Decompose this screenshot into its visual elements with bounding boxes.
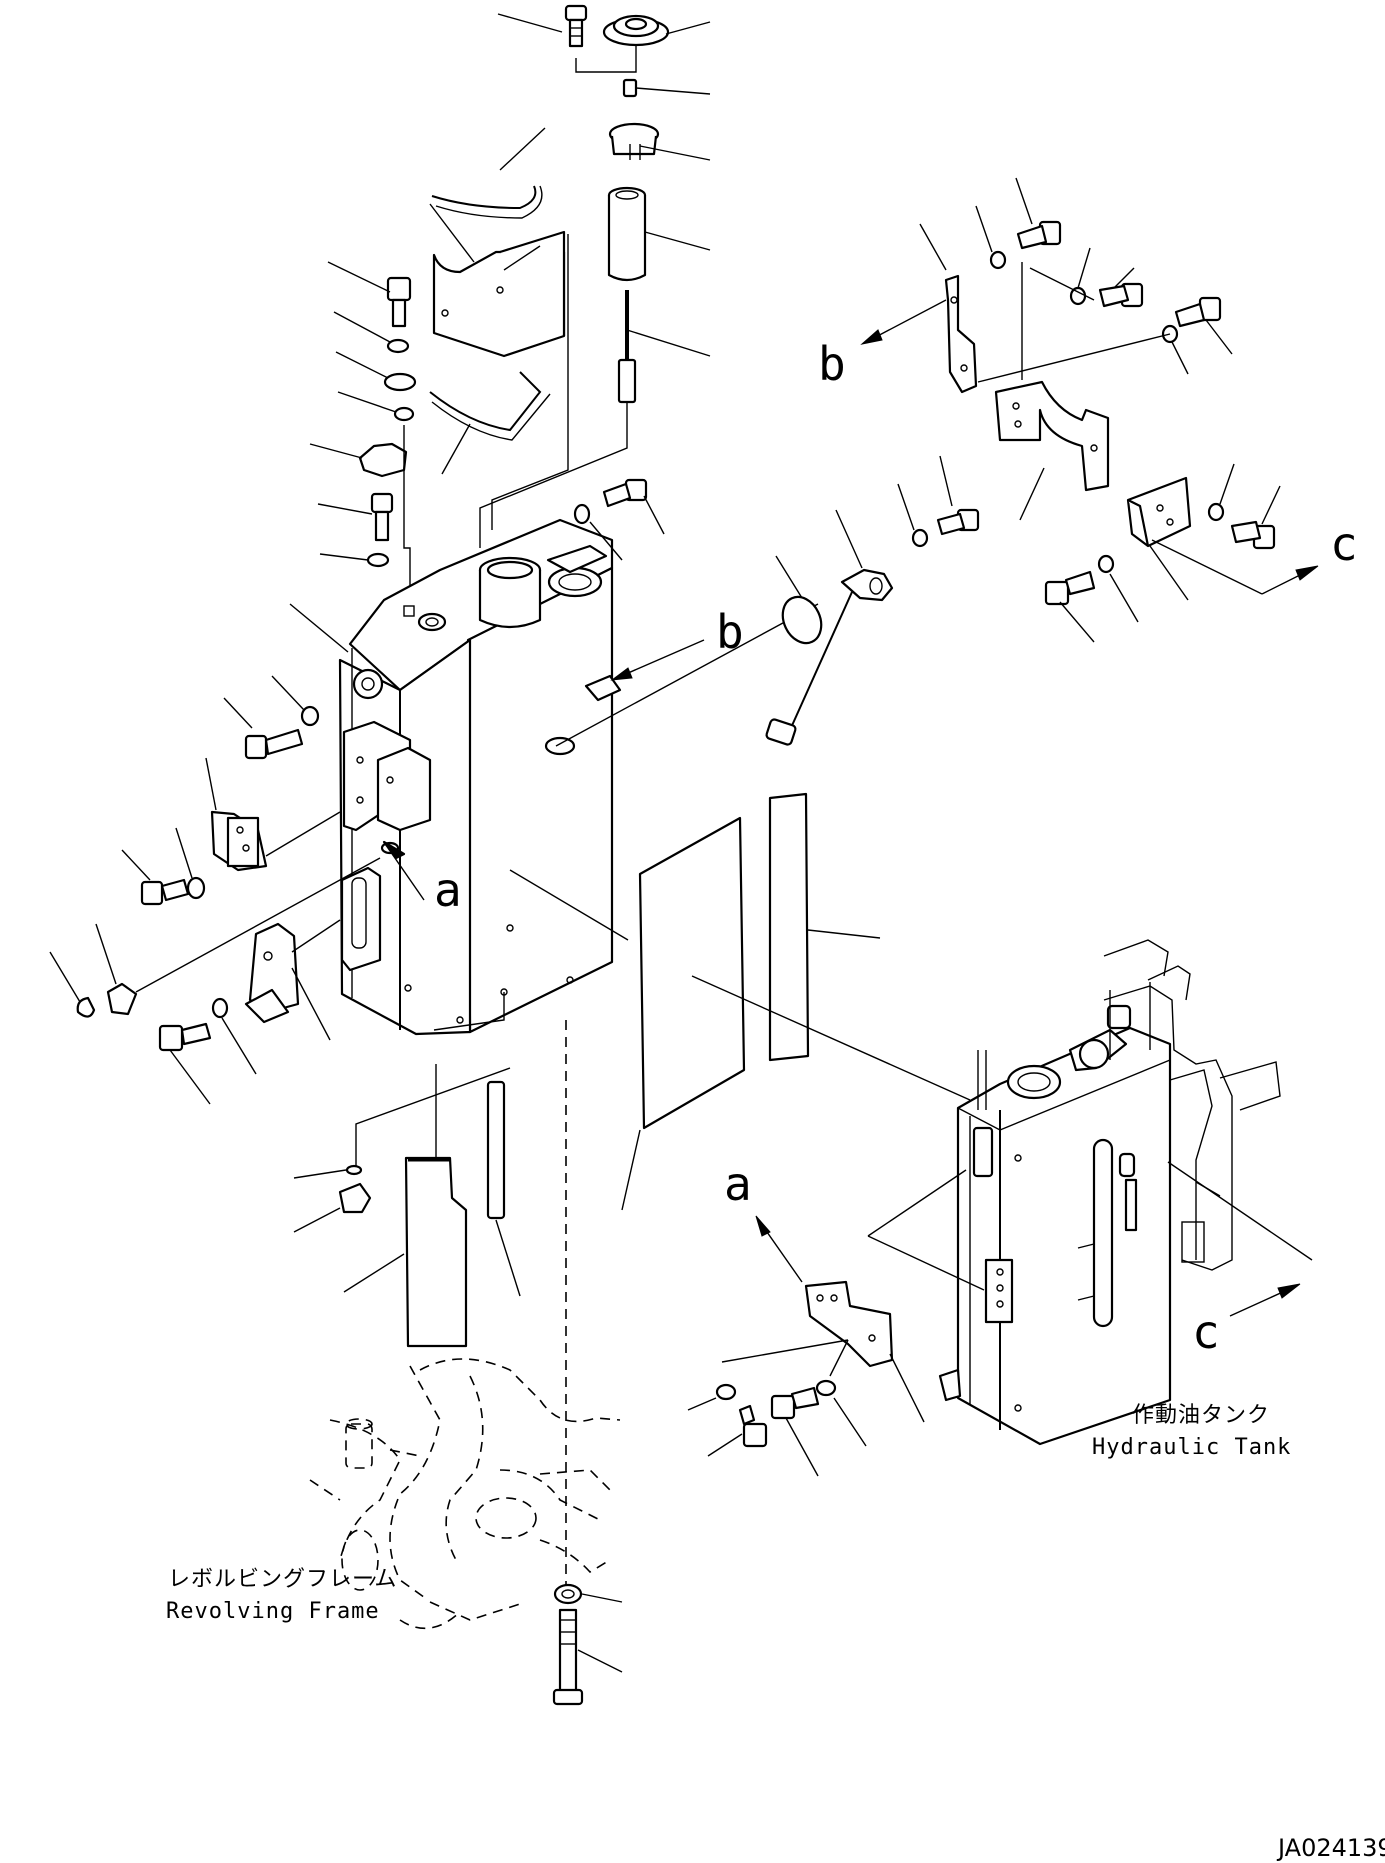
hydraulic-tank-main: [289, 518, 629, 1036]
top-bolt: [564, 4, 588, 48]
filler-cap: [602, 14, 670, 47]
label-a-top: a: [434, 863, 462, 917]
hydraulic-tank-jp-caption: 作動油タンク: [1132, 1403, 1270, 1428]
side-panels: [621, 792, 971, 1211]
left-stack-parts: [309, 234, 569, 600]
label-c-lower: c: [1192, 1305, 1220, 1359]
label-b-upper-right: b: [818, 337, 846, 391]
bracket-a-set: a: [687, 1157, 925, 1477]
gasket-lower: [429, 371, 551, 475]
lower-parts: [293, 1020, 623, 1706]
view-label-a-upper: a: [382, 840, 462, 917]
gasket-upper: [431, 127, 546, 219]
top-cover: [429, 203, 566, 358]
level-sensor: [573, 455, 980, 746]
revolving-frame-jp-caption: レボルビングフレーム: [168, 1567, 397, 1592]
label-a-lower: a: [724, 1157, 752, 1211]
drawing-code: JA024139: [1276, 1834, 1385, 1862]
hydraulic-tank-en-caption: Hydraulic Tank: [1092, 1435, 1291, 1460]
leader-lines-top: [497, 13, 711, 357]
assembled-tank-view: c 作動油タンク Hydraulic Tank: [867, 939, 1313, 1460]
revolving-frame-en-caption: Revolving Frame: [166, 1599, 380, 1624]
revolving-frame: レボルビングフレーム Revolving Frame: [166, 1358, 621, 1630]
upper-right-bracket-set: b: [818, 177, 1358, 643]
view-label-b-upper: b: [555, 603, 819, 747]
strainer-tube: [607, 186, 647, 282]
tank-side-fittings: [49, 675, 381, 1105]
label-c-upper-right: c: [1330, 517, 1358, 571]
label-b-top: b: [716, 605, 744, 659]
filler-assembly: [479, 4, 670, 548]
